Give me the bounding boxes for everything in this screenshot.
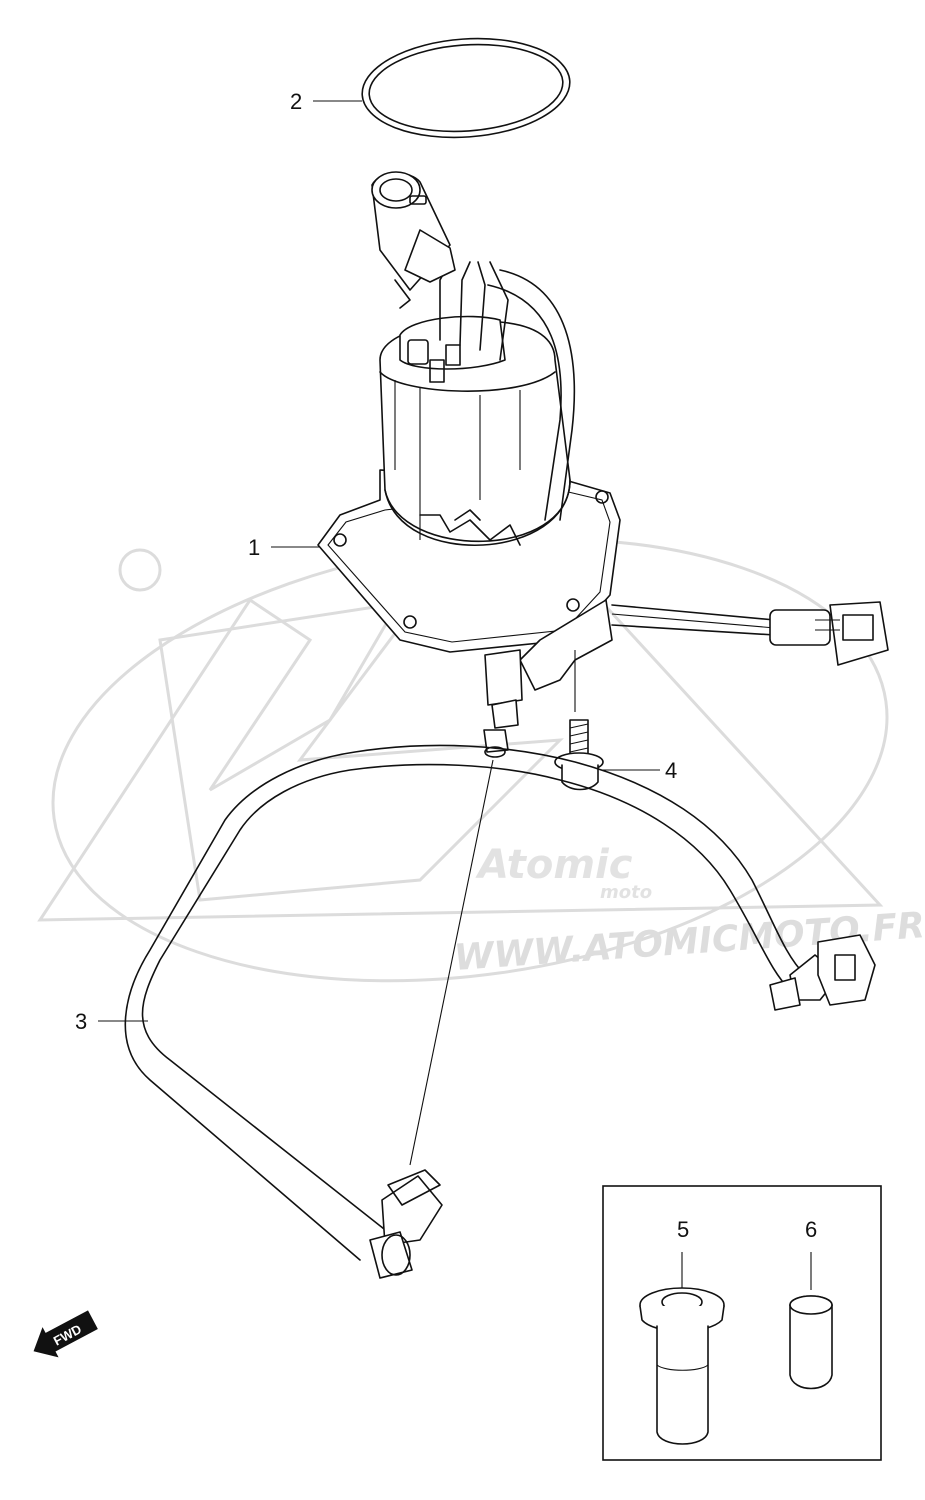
part-6-cap <box>789 1252 833 1390</box>
part-3-fuel-hose <box>124 744 876 1279</box>
flange-bolt-hole <box>403 615 417 629</box>
callout-6: 6 <box>805 1217 817 1242</box>
part-1-fuel-pump <box>317 171 889 758</box>
watermark-logo-sub: moto <box>600 882 652 903</box>
part-2-o-ring <box>361 37 571 139</box>
callout-1: 1 <box>248 535 260 560</box>
inset-box <box>602 1185 882 1461</box>
watermark-logo-text: Atomic <box>475 842 633 888</box>
part-4-bolt <box>554 650 604 791</box>
fwd-direction-arrow: FWD <box>33 1310 98 1358</box>
flange-bolt-hole <box>333 533 347 547</box>
flange-bolt-hole <box>566 598 580 612</box>
watermark-orbit-dot <box>118 548 162 592</box>
part-5-grommet <box>639 1252 725 1445</box>
callout-5: 5 <box>677 1217 689 1242</box>
callout-4: 4 <box>665 758 677 783</box>
callout-2: 2 <box>290 89 302 114</box>
leader-line-3-hose-end <box>409 759 494 1166</box>
callout-3: 3 <box>75 1009 87 1034</box>
side-connector-plug <box>769 609 831 646</box>
flange-bolt-hole <box>595 490 609 504</box>
